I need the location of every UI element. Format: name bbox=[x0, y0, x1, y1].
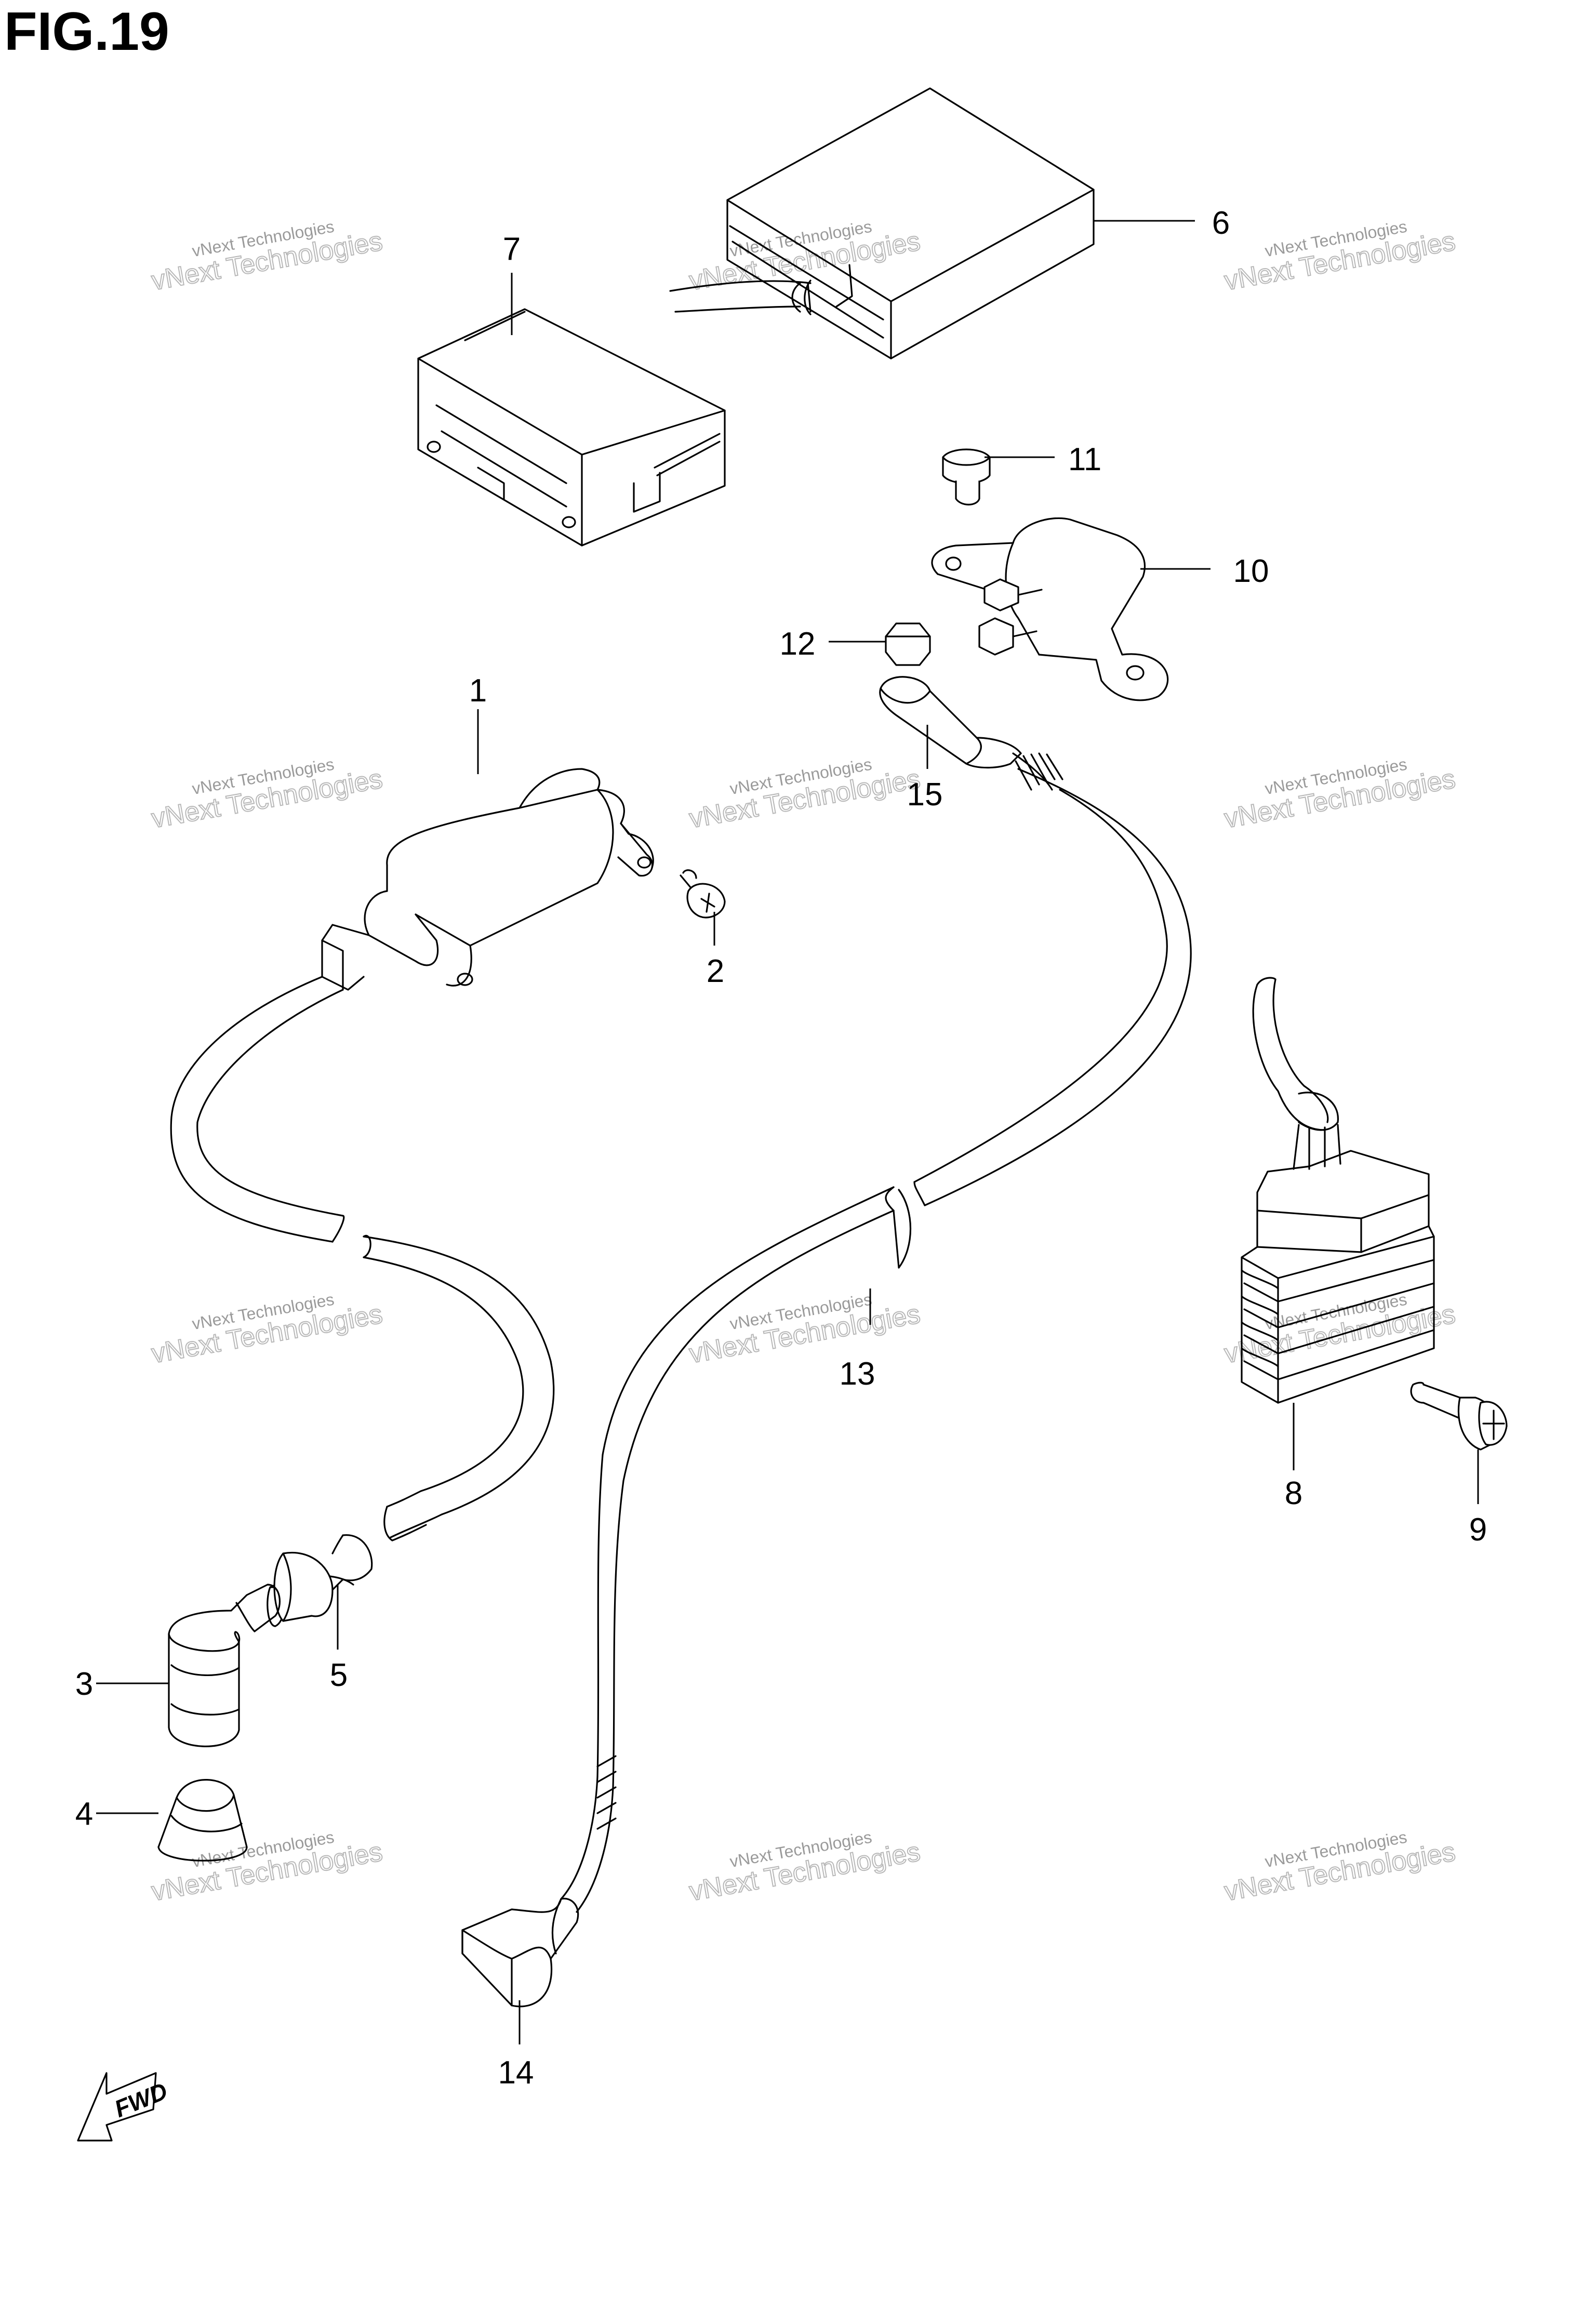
callout-4: 4 bbox=[75, 1796, 93, 1832]
part-6-cdi-unit bbox=[669, 87, 1095, 360]
part-1-ignition-coil bbox=[321, 768, 654, 991]
part-15-cable-end bbox=[879, 676, 1063, 791]
callout-3: 3 bbox=[75, 1666, 93, 1702]
callout-1: 1 bbox=[469, 673, 487, 709]
part-7-control-unit bbox=[417, 308, 726, 547]
callout-5: 5 bbox=[330, 1657, 348, 1693]
callout-2: 2 bbox=[707, 953, 724, 989]
part-9-mounting-bolt bbox=[1410, 1381, 1508, 1451]
leader-lines bbox=[96, 220, 1479, 2044]
part-4-cap-cover bbox=[157, 1779, 248, 1862]
part-11-bolt bbox=[942, 448, 991, 506]
callout-15: 15 bbox=[907, 777, 943, 813]
fwd-label: FWD bbox=[111, 2077, 171, 2122]
part-2-screw bbox=[680, 869, 726, 919]
figure-title: FIG.19 bbox=[4, 2, 169, 62]
part-14-terminal-cover bbox=[461, 1897, 579, 2008]
part-5-grommet bbox=[267, 1534, 373, 1627]
callout-9: 9 bbox=[1469, 1512, 1487, 1548]
callout-8: 8 bbox=[1285, 1476, 1302, 1511]
plug-wire bbox=[170, 976, 555, 1542]
part-13-battery-cable bbox=[560, 768, 1192, 1913]
callout-13: 13 bbox=[840, 1356, 875, 1392]
callout-7: 7 bbox=[503, 231, 521, 267]
callout-11: 11 bbox=[1068, 442, 1101, 477]
callout-6: 6 bbox=[1212, 205, 1230, 241]
callout-12: 12 bbox=[780, 626, 816, 662]
callout-10: 10 bbox=[1233, 553, 1269, 589]
part-8-regulator-rectifier bbox=[1241, 977, 1435, 1404]
part-10-starter-relay bbox=[931, 517, 1169, 701]
part-12-nut bbox=[885, 622, 931, 666]
callout-labels: 1 2 3 4 5 6 7 8 9 10 11 12 13 14 15 bbox=[75, 205, 1487, 2091]
callout-14: 14 bbox=[498, 2055, 534, 2091]
part-3-spark-plug-cap bbox=[168, 1584, 281, 1747]
fwd-arrow: FWD bbox=[77, 2072, 171, 2142]
